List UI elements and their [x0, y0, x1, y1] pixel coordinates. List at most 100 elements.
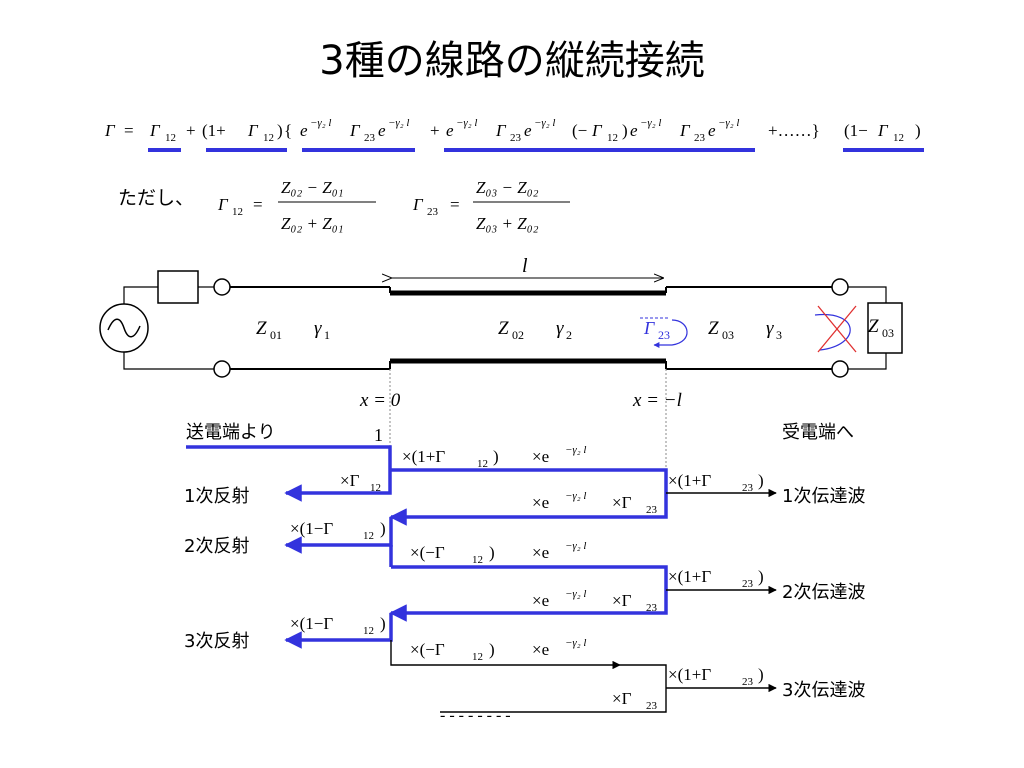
def-g12-equals: = — [253, 195, 263, 214]
svg-text:23: 23 — [742, 482, 754, 494]
eq-sub12-c: 12 — [607, 132, 618, 144]
eq-exp-a: −γ₂ l — [310, 117, 331, 129]
svg-text:): ) — [758, 471, 764, 490]
black-loop-3 — [440, 664, 667, 713]
eq-exp-f: −γ₂ l — [718, 117, 739, 129]
svg-text:12: 12 — [472, 651, 483, 663]
eq-gamma23-a: Γ — [349, 121, 361, 140]
source-wire-top — [123, 286, 158, 304]
svg-text:2: 2 — [566, 328, 572, 342]
sine-wave-icon — [107, 318, 141, 338]
black-forward-3 — [390, 640, 621, 670]
svg-text:): ) — [758, 665, 764, 684]
main-equation: Γ = Γ 12 + (1+ Γ 12 ) { e −γ₂ l Γ 23 e −… — [104, 117, 921, 144]
eq-sub12-d: 12 — [893, 132, 904, 144]
svg-text:02: 02 — [512, 328, 524, 342]
eq-exp-d: −γ₂ l — [534, 117, 555, 129]
gamma3-label: γ — [766, 318, 774, 339]
reflection-2-label: 2次反射 — [184, 536, 249, 557]
factor-neg-g12-2: ×(−Γ — [410, 640, 445, 659]
svg-text:−γ₂ l: −γ₂ l — [565, 540, 586, 552]
eq-brace: { — [284, 121, 292, 140]
continuation-dashes: - - - - - - - - — [440, 707, 511, 724]
eq-e-c: e — [446, 121, 454, 140]
svg-text:−γ₂ l: −γ₂ l — [565, 444, 586, 456]
reflection-gamma-label: Γ — [643, 318, 655, 338]
svg-text:): ) — [758, 567, 764, 586]
factor-exp-3: ×e — [532, 543, 549, 562]
eq-sub23-a: 23 — [364, 132, 376, 144]
def-g23-sub: 23 — [427, 206, 439, 218]
source-impedance-box — [157, 270, 199, 304]
svg-text:23: 23 — [646, 602, 658, 614]
eq-close-c: ) — [915, 121, 921, 140]
eq-exp-b: −γ₂ l — [388, 117, 409, 129]
terminal-bottom-right — [831, 360, 849, 378]
cross-out-line-2 — [817, 305, 857, 353]
eq-one-plus-a: (1+ — [202, 121, 226, 140]
eq-exp-e: −γ₂ l — [640, 117, 661, 129]
x0-label: x = 0 — [359, 390, 401, 411]
eq-exp-c: −γ₂ l — [456, 117, 477, 129]
factor-exp-2: ×e — [532, 493, 549, 512]
eq-e-d: e — [524, 121, 532, 140]
flow-diagram: 送電端より 受電端へ 1 - - - - - - - - 1次反射 — [184, 422, 865, 724]
svg-text:12: 12 — [363, 530, 374, 542]
reflection-1-label: 1次反射 — [184, 486, 249, 507]
source-wire-bottom — [123, 352, 214, 370]
send-end-label: 送電端より — [186, 422, 276, 443]
receive-end-label: 受電端へ — [782, 422, 854, 443]
def-g23-num: Z₀₃ − Z₀₂ — [476, 178, 539, 197]
eq-gamma12-c: Γ — [591, 121, 603, 140]
svg-text:−γ₂ l: −γ₂ l — [565, 490, 586, 502]
def-g12-sub: 12 — [232, 206, 243, 218]
eq-e-b: e — [378, 121, 386, 140]
circuit: l Z 01 γ 1 Z 02 γ 2 Z 03 γ 3 Z 03 Γ 23 — [99, 255, 903, 470]
eq-sub23-c: 23 — [694, 132, 706, 144]
svg-text:): ) — [489, 640, 495, 659]
factor-one-minus-g12-2: ×(1−Γ — [290, 614, 333, 633]
eq-sub12-b: 12 — [263, 132, 274, 144]
factor-one-plus-g23-2: ×(1+Γ — [668, 567, 711, 586]
eq-sub12-a: 12 — [165, 132, 176, 144]
factor-exp-5: ×e — [532, 640, 549, 659]
slide-title: 3種の線路の縦続接続 — [319, 38, 705, 84]
def-g12-num: Z₀₂ − Z₀₁ — [281, 178, 344, 197]
svg-text:23: 23 — [742, 676, 754, 688]
svg-text:): ) — [489, 543, 495, 562]
load-impedance-box — [867, 302, 903, 354]
factor-gamma23-3: ×Γ — [612, 689, 632, 708]
z03-label: Z — [708, 318, 719, 339]
eq-close-b: ) — [622, 121, 628, 140]
transmission-1-label: 1次伝達波 — [782, 486, 865, 507]
eq-sub23-b: 23 — [510, 132, 522, 144]
eq-e-f: e — [708, 121, 716, 140]
eq-one-minus: (1− — [844, 121, 868, 140]
svg-text:23: 23 — [658, 328, 670, 342]
eq-e-a: e — [300, 121, 308, 140]
svg-text:−γ₂ l: −γ₂ l — [565, 588, 586, 600]
factor-exp-1: ×e — [532, 447, 549, 466]
terminal-bottom-left — [213, 360, 231, 378]
length-label: l — [522, 255, 528, 277]
eq-gamma12-a: Γ — [149, 121, 161, 140]
factor-one-minus-g12-1: ×(1−Γ — [290, 519, 333, 538]
factor-gamma23-1: ×Γ — [612, 493, 632, 512]
def-g12-den: Z₀₂ + Z₀₁ — [281, 214, 344, 233]
factor-one-plus-g12-1: ×(1+Γ — [402, 447, 445, 466]
svg-text:12: 12 — [477, 458, 488, 470]
factor-one-plus-g23-3: ×(1+Γ — [668, 665, 711, 684]
svg-text:3: 3 — [776, 328, 782, 342]
terminal-top-right — [831, 278, 849, 296]
z02-label: Z — [498, 318, 509, 339]
factor-gamma12: ×Γ — [340, 471, 360, 490]
z01-label: Z — [256, 318, 267, 339]
eq-minus-open: (− — [572, 121, 587, 140]
eq-gamma: Γ — [104, 121, 116, 140]
svg-text:12: 12 — [370, 482, 381, 494]
eq-plus-a: + — [186, 121, 196, 140]
eq-ellipsis: +……} — [768, 121, 820, 140]
svg-text:): ) — [493, 447, 499, 466]
factor-neg-g12-1: ×(−Γ — [410, 543, 445, 562]
